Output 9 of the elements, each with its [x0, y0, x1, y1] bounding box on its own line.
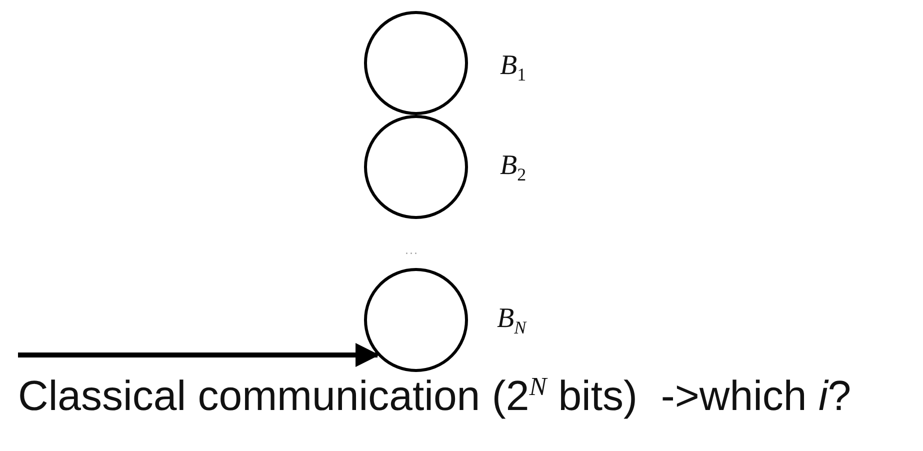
- circle: [364, 11, 468, 115]
- arrow: [18, 343, 380, 367]
- caption-text: Classical communication (2$^{N}$ bits) ->which i?: [18, 372, 852, 420]
- circle-label: B$_{1}$: [500, 50, 526, 86]
- circle-label: B$_{2}$: [500, 150, 526, 186]
- ellipsis-label: ...: [405, 244, 418, 257]
- circle: [364, 268, 468, 372]
- circle: [364, 115, 468, 219]
- circle-label: B$_{N}$: [497, 303, 526, 339]
